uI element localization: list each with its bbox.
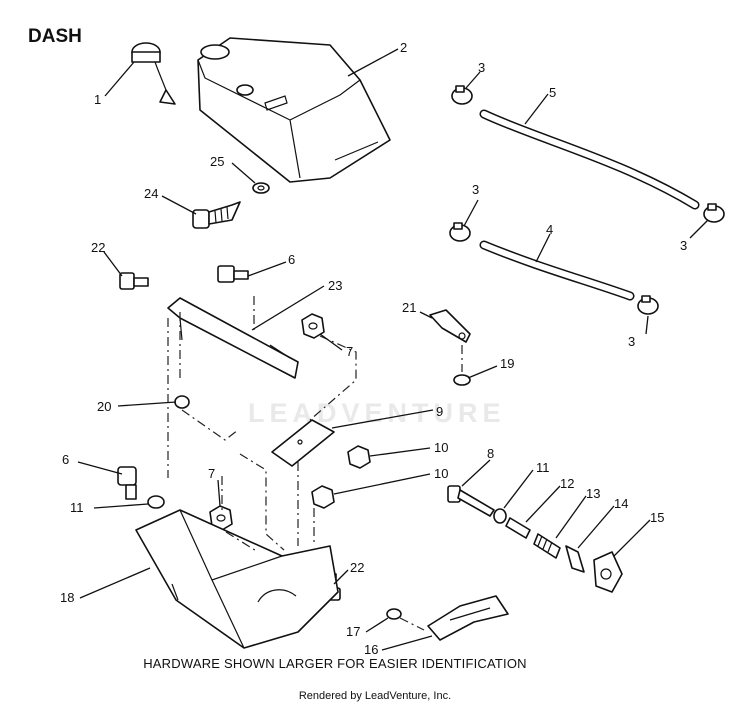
callout-21: 21 bbox=[402, 300, 416, 315]
callout-6b: 6 bbox=[62, 452, 69, 467]
callout-3a: 3 bbox=[478, 60, 485, 75]
footer-credit: Rendered by LeadVenture, Inc. bbox=[298, 690, 452, 702]
part-washer-19[interactable] bbox=[453, 374, 471, 386]
part-washer-11a[interactable] bbox=[147, 495, 165, 509]
callout-17: 17 bbox=[346, 624, 360, 639]
part-nut-10b[interactable] bbox=[311, 485, 335, 509]
callout-3b: 3 bbox=[472, 182, 479, 197]
part-fuel-cap[interactable] bbox=[131, 42, 176, 105]
part-nut-10a[interactable] bbox=[347, 445, 371, 469]
callout-3c: 3 bbox=[680, 238, 687, 253]
part-clip-21[interactable] bbox=[429, 309, 471, 343]
callout-1: 1 bbox=[94, 92, 101, 107]
callout-11b: 11 bbox=[536, 460, 550, 475]
hardware-note: HARDWARE SHOWN LARGER FOR EASIER IDENTIF… bbox=[143, 656, 527, 671]
callout-3d: 3 bbox=[628, 334, 635, 349]
callout-16: 16 bbox=[364, 642, 378, 657]
part-bolt-6a[interactable] bbox=[217, 265, 249, 283]
page-title: DASH bbox=[28, 26, 82, 47]
callout-25: 25 bbox=[210, 154, 224, 169]
part-spacer-12[interactable] bbox=[505, 517, 531, 539]
part-fuel-tank[interactable] bbox=[197, 37, 391, 183]
callout-10a: 10 bbox=[434, 440, 448, 455]
callout-5: 5 bbox=[549, 85, 556, 100]
callout-14: 14 bbox=[614, 496, 628, 511]
callout-24: 24 bbox=[144, 186, 158, 201]
callout-23: 23 bbox=[328, 278, 342, 293]
part-bolt-22a[interactable] bbox=[119, 272, 149, 290]
callout-13: 13 bbox=[586, 486, 600, 501]
callout-6a: 6 bbox=[288, 252, 295, 267]
callout-10b: 10 bbox=[434, 466, 448, 481]
part-clip-14[interactable] bbox=[565, 545, 585, 573]
callout-9: 9 bbox=[436, 404, 443, 419]
callout-18: 18 bbox=[60, 590, 74, 605]
part-hose-clamp-3b[interactable] bbox=[449, 222, 471, 242]
callout-22b: 22 bbox=[350, 560, 364, 575]
callout-8: 8 bbox=[487, 446, 494, 461]
callout-20: 20 bbox=[97, 399, 111, 414]
callout-7b: 7 bbox=[208, 466, 215, 481]
leader-lines bbox=[77, 48, 709, 651]
part-washer-11b[interactable] bbox=[493, 508, 507, 524]
assembly-lines bbox=[167, 296, 463, 631]
callout-7a: 7 bbox=[346, 344, 353, 359]
callout-labels: 1 2 3 5 25 24 3 4 3 22 6 23 21 3 7 19 20… bbox=[60, 40, 687, 657]
callout-2: 2 bbox=[400, 40, 407, 55]
callout-22a: 22 bbox=[91, 240, 105, 255]
part-lock-washer-20[interactable] bbox=[174, 395, 190, 409]
part-bolt-8[interactable] bbox=[447, 485, 495, 517]
part-quadrant-16[interactable] bbox=[427, 595, 509, 641]
part-dash-panel-18[interactable] bbox=[135, 509, 339, 649]
part-fuel-hose-5[interactable] bbox=[479, 109, 700, 210]
part-hose-clamp-3a[interactable] bbox=[451, 85, 473, 105]
part-bolt-6b[interactable] bbox=[117, 466, 137, 500]
part-nut-7a[interactable] bbox=[301, 313, 325, 339]
part-knob-15[interactable] bbox=[593, 551, 623, 593]
callout-19: 19 bbox=[500, 356, 514, 371]
callout-15: 15 bbox=[650, 510, 664, 525]
part-fuel-hose-4[interactable] bbox=[479, 240, 635, 301]
part-washer-25[interactable] bbox=[252, 182, 270, 194]
callout-4: 4 bbox=[546, 222, 553, 237]
callout-11a: 11 bbox=[70, 500, 84, 515]
part-hose-clamp-3c[interactable] bbox=[703, 203, 725, 223]
watermark-logo: LEADVENTURE bbox=[248, 398, 506, 428]
part-plate-9[interactable] bbox=[271, 419, 335, 467]
callout-12: 12 bbox=[560, 476, 574, 491]
part-spring-13[interactable] bbox=[533, 533, 561, 559]
part-screw-24[interactable] bbox=[192, 201, 241, 229]
part-hose-clamp-3d[interactable] bbox=[637, 295, 659, 315]
part-bracket-23[interactable] bbox=[167, 297, 299, 379]
part-washer-17[interactable] bbox=[386, 608, 402, 620]
